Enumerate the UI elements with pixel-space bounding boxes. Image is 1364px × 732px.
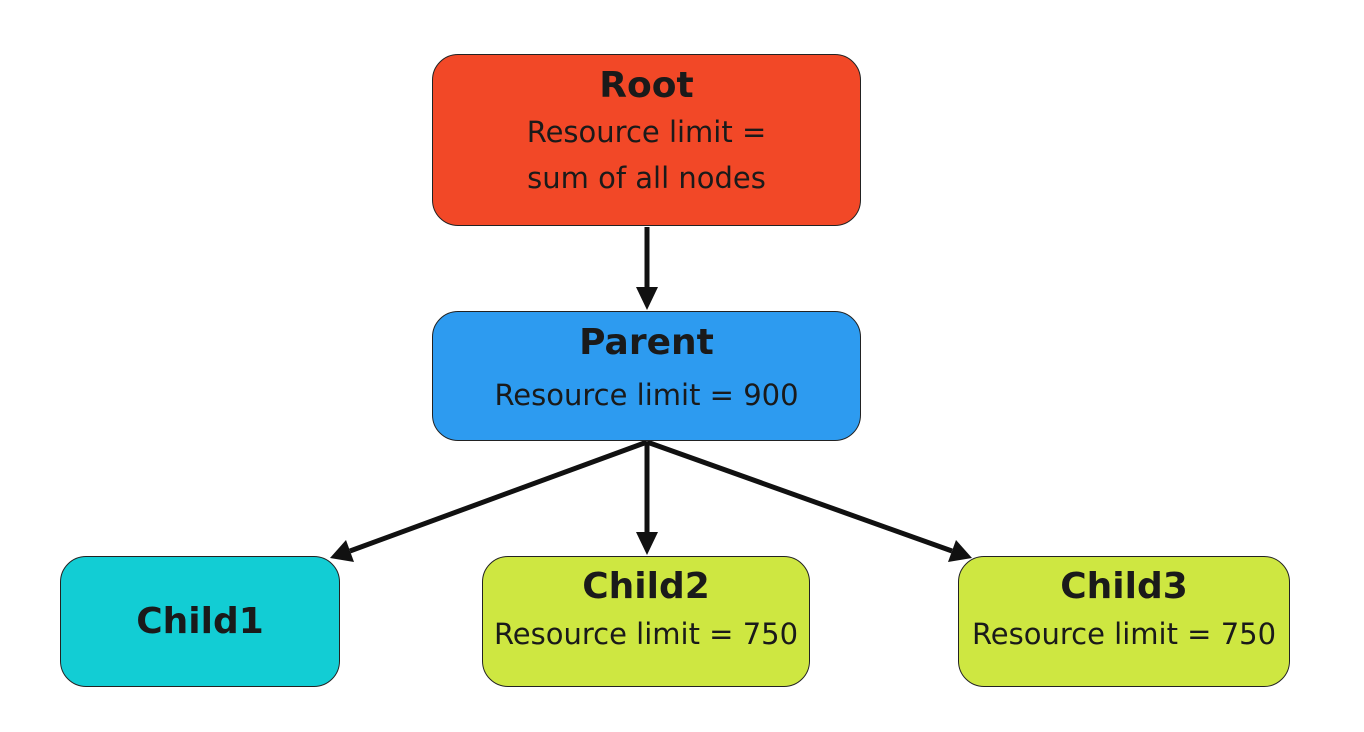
arrowhead-child1 bbox=[330, 540, 354, 562]
root-node: Root Resource limit = sum of all nodes bbox=[432, 54, 861, 226]
edge-parent-to-child1 bbox=[349, 439, 648, 554]
root-node-text-line-1: Resource limit = bbox=[526, 115, 767, 149]
child2-node-text: Resource limit = 750 bbox=[493, 617, 799, 651]
arrowhead-child2 bbox=[636, 532, 658, 555]
parent-node-text: Resource limit = 900 bbox=[494, 378, 799, 412]
child2-node-title: Child2 bbox=[582, 566, 710, 607]
child3-node-title: Child3 bbox=[1060, 566, 1188, 607]
parent-node-title: Parent bbox=[579, 322, 714, 363]
child1-node-title: Child1 bbox=[136, 600, 264, 642]
root-node-title: Root bbox=[599, 65, 694, 106]
edge-parent-to-child3 bbox=[646, 439, 953, 554]
parent-node: Parent Resource limit = 900 bbox=[432, 311, 861, 441]
child3-node-text: Resource limit = 750 bbox=[971, 617, 1277, 651]
arrowhead-parent bbox=[636, 287, 658, 310]
child2-node: Child2 Resource limit = 750 bbox=[482, 556, 810, 687]
root-node-text-line-2: sum of all nodes bbox=[527, 161, 766, 195]
child3-node: Child3 Resource limit = 750 bbox=[958, 556, 1290, 687]
arrowhead-child3 bbox=[948, 540, 972, 562]
child1-node: Child1 bbox=[60, 556, 340, 687]
